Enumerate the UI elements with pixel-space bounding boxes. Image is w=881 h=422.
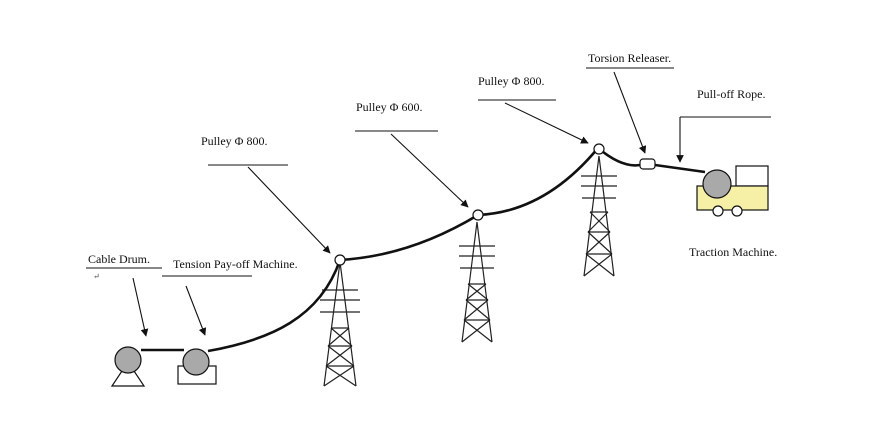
- tower-2: [459, 221, 495, 343]
- traction-machine: [696, 165, 769, 217]
- pull-off-rope-label: Pull-off Rope.: [697, 87, 765, 101]
- torsion-releaser-label: Torsion Releaser.: [588, 51, 671, 65]
- pulley-1-label: Pulley Φ 800.: [201, 134, 267, 148]
- pulley-3-label: Pulley Φ 800.: [478, 74, 544, 88]
- conductor-line: [207, 146, 641, 353]
- cable-drum: [110, 346, 146, 387]
- tower-3: [581, 155, 617, 277]
- traction-machine-label: Traction Machine.: [689, 245, 777, 259]
- tower-1: [320, 261, 360, 387]
- torsion-releaser: [639, 158, 656, 170]
- tension-machine-leader: [185, 285, 207, 336]
- pulley-1-leader: [247, 166, 331, 254]
- cable-drum-label: Cable Drum.: [88, 252, 150, 266]
- tension-machine-label: Tension Pay-off Machine.: [173, 257, 298, 271]
- tension-payoff-machine: [177, 348, 217, 385]
- pull-off-rope-line: [654, 163, 706, 174]
- cable-drum-leader: [132, 277, 149, 337]
- cable-drum-mark: ↵: [93, 272, 100, 281]
- pulley-2-leader: [390, 133, 469, 208]
- pulley-2: [472, 209, 484, 221]
- pulley-2-label: Pulley Φ 600.: [356, 100, 422, 114]
- pulley-3-leader: [504, 102, 589, 144]
- pulley-3: [593, 143, 605, 155]
- pulley-1: [334, 254, 346, 266]
- torsion-releaser-leader: [613, 71, 647, 154]
